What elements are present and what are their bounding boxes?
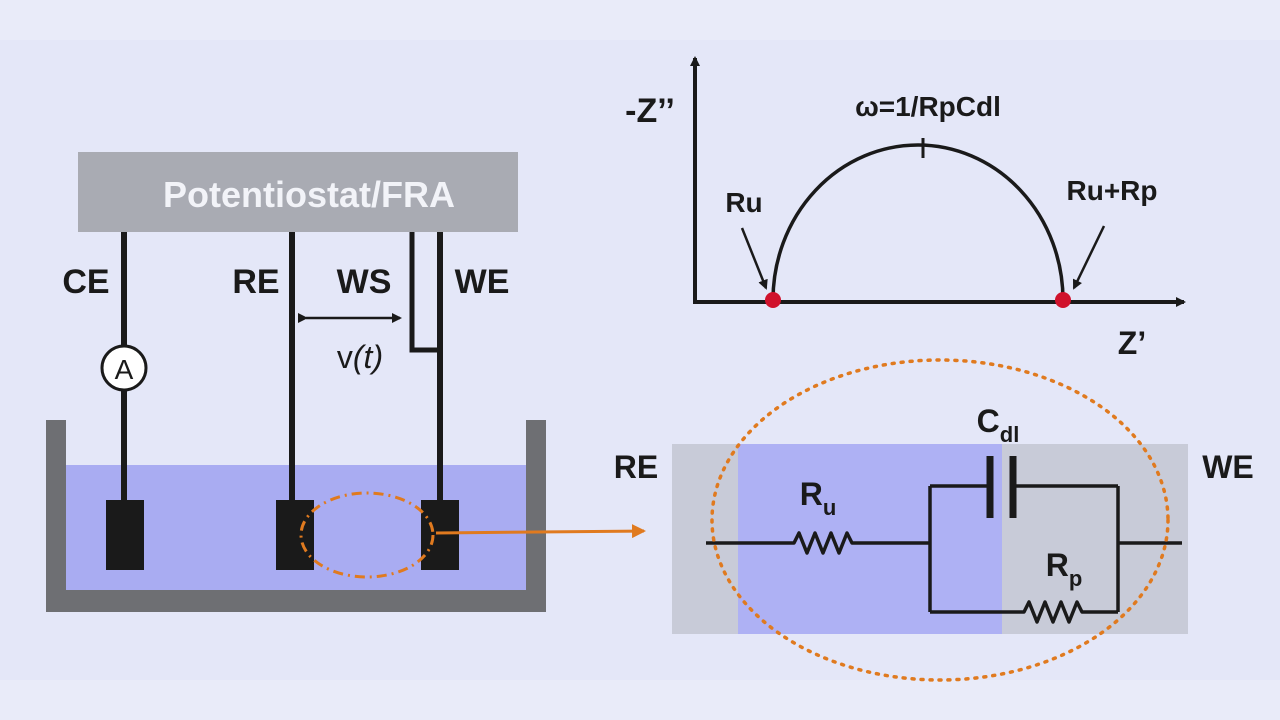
ws-wire: [409, 232, 440, 353]
ws-label: WS: [337, 263, 392, 301]
circuit-region-we: [1002, 444, 1188, 634]
ru-pointer: [740, 227, 768, 290]
equivalent-circuit: RE WE Ru Cdl Rp: [614, 358, 1254, 682]
ammeter-symbol: A: [115, 354, 134, 385]
circuit-region-re: [672, 444, 738, 634]
semicircle: [771, 143, 1065, 301]
ce-label: CE: [62, 263, 109, 301]
ru-label: Ru: [725, 187, 762, 218]
ru-point: [765, 292, 781, 308]
x-axis-label: Z’: [1118, 325, 1146, 361]
interface-highlight: [299, 491, 435, 579]
ru-symbol: Ru: [800, 476, 837, 520]
re-electrode: [276, 500, 314, 570]
rp-resistor: [930, 600, 1118, 624]
circuit-we-label: WE: [1202, 449, 1254, 485]
ce-electrode: [106, 500, 144, 570]
cell-container: [46, 420, 546, 612]
ru-resistor: [706, 531, 930, 555]
re-label: RE: [232, 263, 279, 301]
electrochemical-cell: Potentiostat/FRA A CE RE WS WE v(t): [46, 152, 646, 612]
potentiostat-box: [78, 152, 518, 232]
ru-rp-pointer: [1072, 225, 1106, 290]
we-label: WE: [455, 263, 510, 301]
y-axis-label: -Z’’: [625, 92, 675, 130]
zoom-arrow: [435, 524, 646, 539]
nyquist-plot: -Z’’ Z’ ω=1/RpCdl Ru Ru+Rp: [625, 56, 1186, 361]
we-electrode: [421, 500, 459, 570]
voltage-label: v(t): [337, 339, 383, 375]
cdl-symbol: Cdl: [977, 403, 1020, 447]
circuit-region-electrolyte: [738, 444, 1002, 634]
potentiostat-label: Potentiostat/FRA: [163, 174, 455, 215]
circuit-highlight: [710, 358, 1170, 682]
circuit-re-label: RE: [614, 449, 658, 485]
peak-label: ω=1/RpCdl: [855, 91, 1001, 122]
rp-symbol: Rp: [1046, 547, 1083, 591]
ru-rp-point: [1055, 292, 1071, 308]
ru-rp-label: Ru+Rp: [1067, 175, 1158, 206]
